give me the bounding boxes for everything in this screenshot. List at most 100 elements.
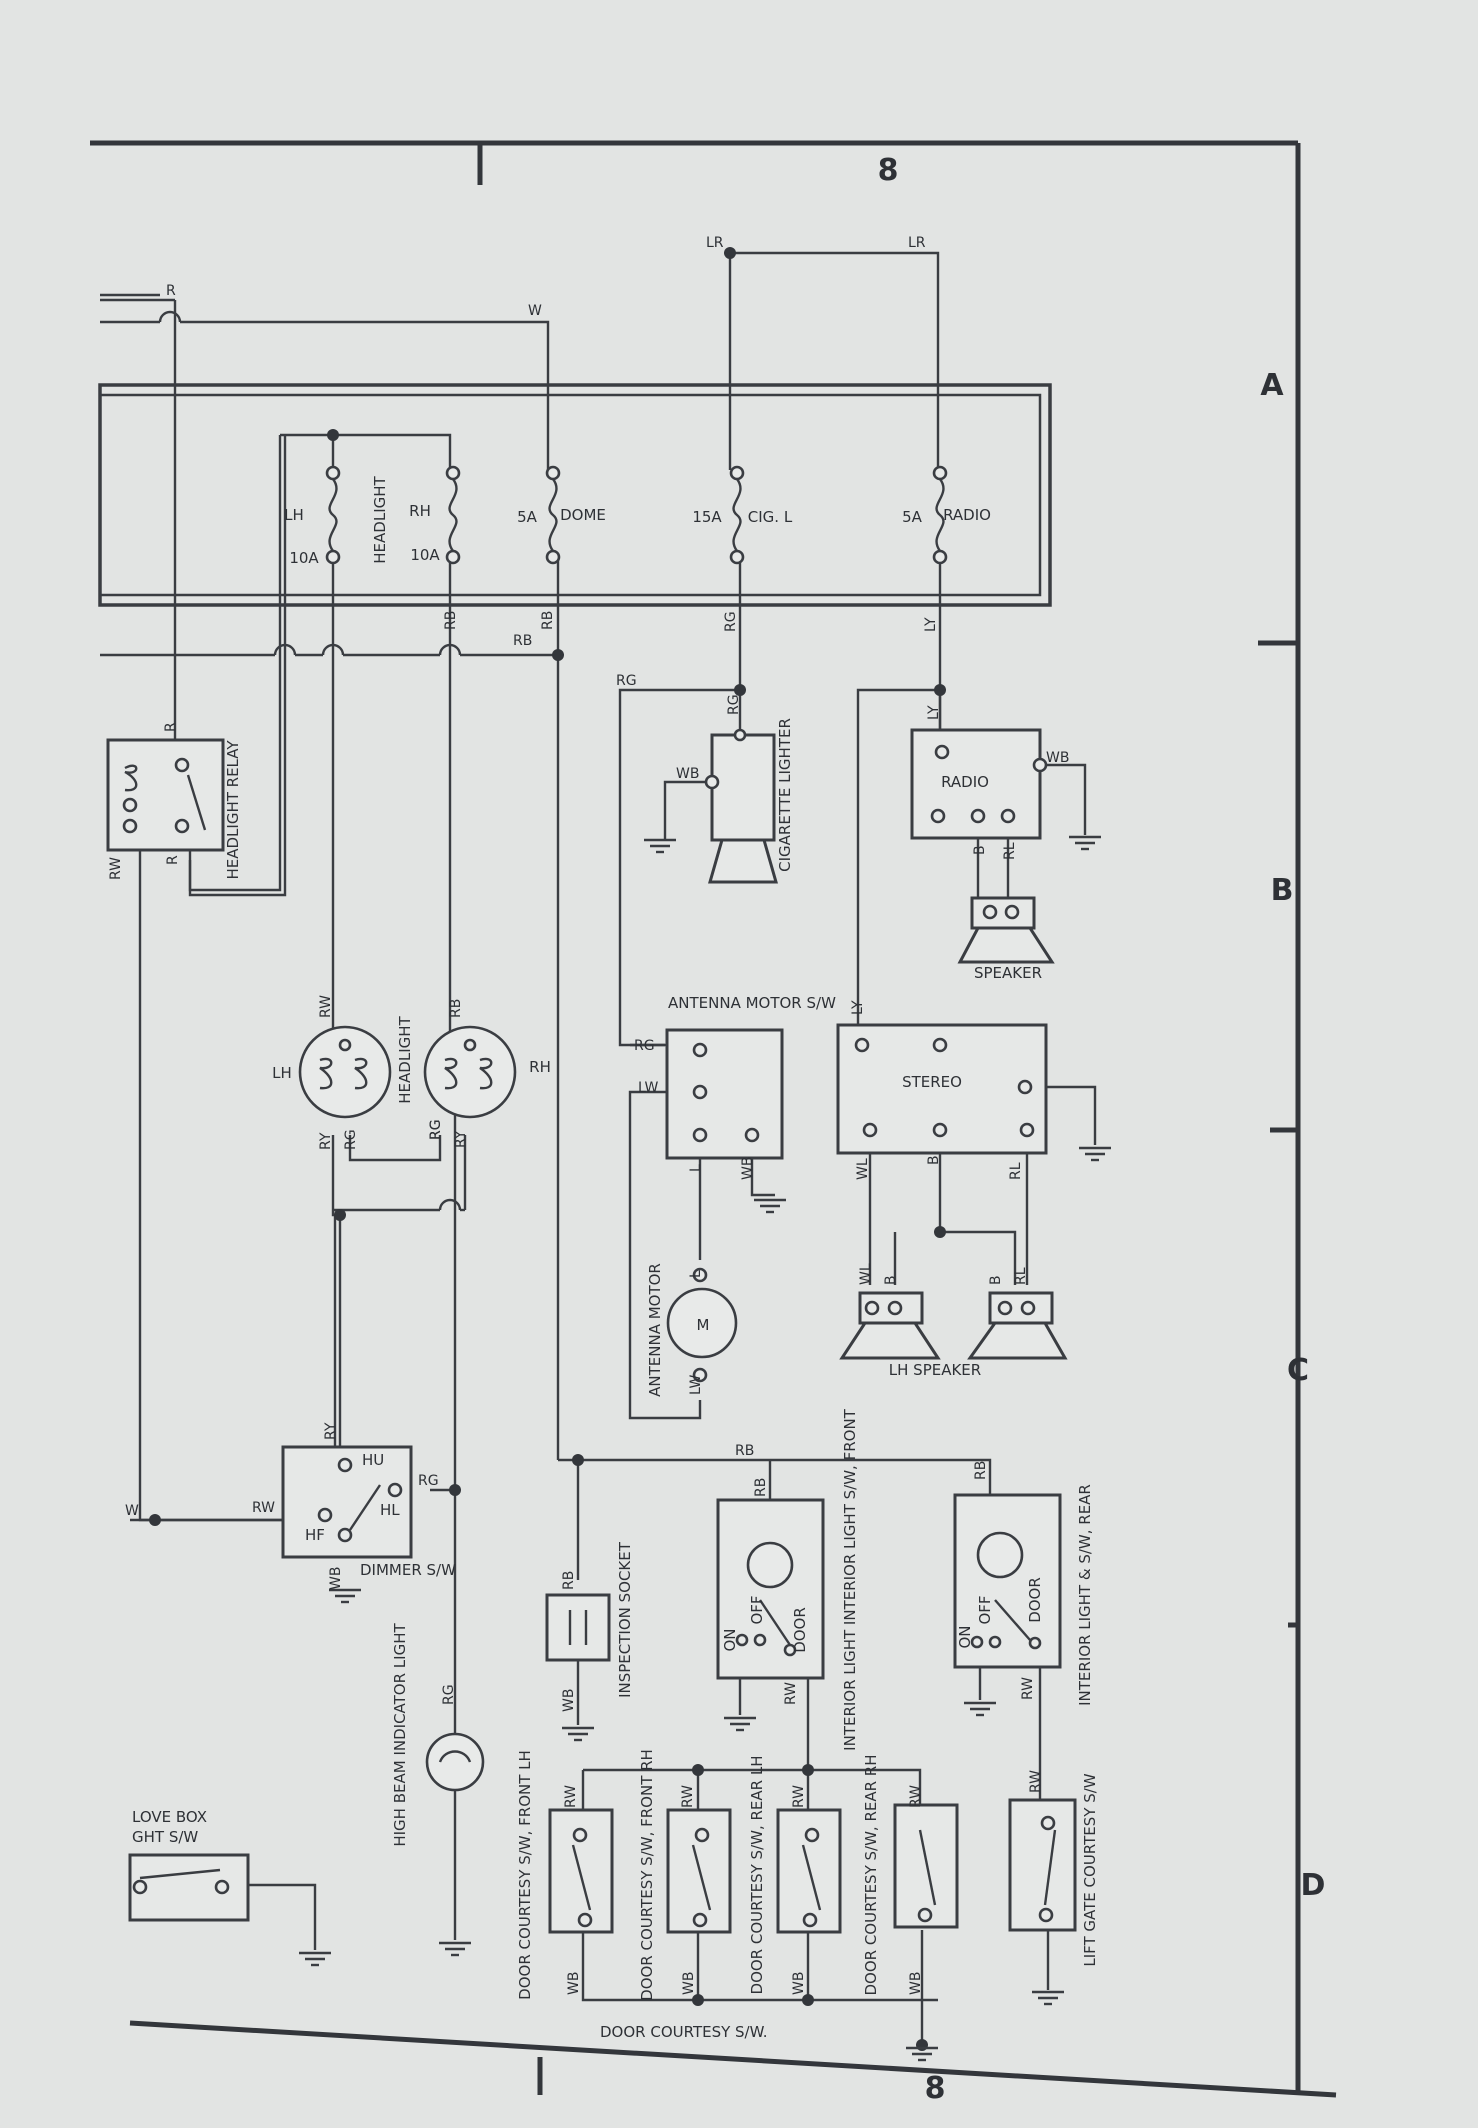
dc-front-rh-label: DOOR COURTESY S/W, FRONT RH — [638, 1749, 656, 2001]
wire-color-code: RY — [323, 1422, 339, 1440]
wire-color-code: RW — [108, 857, 124, 880]
wire-color-code: RB — [753, 1478, 769, 1497]
rh-speaker — [967, 1291, 1068, 1360]
glove-box-switch[interactable] — [128, 1853, 250, 1922]
interior-light-front[interactable] — [716, 1498, 825, 1680]
high-beam-indicator — [425, 1732, 485, 1792]
fuses — [325, 465, 948, 565]
inspection-socket-label: INSPECTION SOCKET — [616, 1541, 634, 1698]
lift-gate-courtesy-switch[interactable] — [1008, 1798, 1077, 1932]
wire-color-code: RB — [973, 1461, 989, 1480]
wire-color-code: RW — [252, 1500, 275, 1516]
dimmer-hf-label: HF — [305, 1526, 325, 1544]
wire-color-code: RG — [616, 673, 637, 689]
stereo-label: STEREO — [902, 1073, 962, 1091]
wire-color-code: LW — [688, 1374, 704, 1395]
glove-box-label-1: LOVE BOX — [132, 1808, 207, 1826]
fuse-rh-amp: 10A — [410, 546, 440, 564]
junction-dots — [149, 247, 946, 2051]
wire-color-code: WB — [676, 766, 699, 782]
wire-color-code: WL — [855, 1158, 871, 1180]
wire-color-code: RB — [540, 611, 556, 630]
wire-color-code: B — [972, 845, 988, 855]
wire-color-code: RW — [908, 1785, 924, 1808]
wire-color-code: RW — [1020, 1677, 1036, 1700]
wire-color-code: RG — [723, 611, 739, 632]
fuse-headlight-lh — [325, 465, 341, 565]
antenna-motor-sw-label: ANTENNA MOTOR S/W — [668, 994, 836, 1012]
wire-color-code: RY — [453, 1130, 469, 1148]
radio-unit[interactable] — [910, 728, 1048, 840]
wire-color-code: WL — [858, 1263, 874, 1285]
wire-color-code: RB — [443, 611, 459, 630]
stereo-unit[interactable] — [836, 1023, 1048, 1155]
door-courtesy-rear-rh[interactable] — [893, 1803, 959, 1929]
wire-color-code: RW — [680, 1785, 696, 1808]
fuse-cig — [729, 465, 745, 565]
wire-color-labels: LR LR R W RW RB RB RB RG LY RG RG LY WB … — [108, 235, 1069, 1995]
wire-color-code: RG — [418, 1473, 439, 1489]
interior-rear-off-label: OFF — [976, 1595, 994, 1624]
wire-color-code: RB — [735, 1443, 754, 1459]
wire-color-code: WB — [328, 1567, 344, 1590]
wire-color-code: RW — [563, 1785, 579, 1808]
wire-color-code: WB — [791, 1972, 807, 1995]
zone-label-a: A — [1260, 368, 1284, 403]
wire-color-code: B — [883, 1275, 899, 1285]
dimmer-sw-label: DIMMER S/W — [360, 1561, 456, 1579]
lift-gate-label: LIFT GATE COURTESY S/W — [1081, 1773, 1099, 1966]
wire-color-code: RG — [634, 1038, 655, 1054]
headlight-rh-label: RH — [529, 1058, 551, 1076]
fuse-dome-label: DOME — [560, 506, 606, 524]
fuse-radio — [932, 465, 948, 565]
glove-box-label-2: GHT S/W — [132, 1828, 198, 1846]
wire-color-code: RG — [428, 1119, 444, 1140]
wire-color-code: RW — [783, 1682, 799, 1705]
radio-label: RADIO — [941, 773, 989, 791]
door-courtesy-front-rh[interactable] — [666, 1808, 732, 1934]
antenna-motor-switch[interactable] — [665, 1028, 784, 1160]
antenna-motor-m-label: M — [697, 1316, 710, 1334]
ground-symbols — [299, 835, 1111, 2062]
zone-label-d: D — [1301, 1868, 1326, 1903]
fuse-cig-amp: 15A — [692, 508, 722, 526]
interior-front-door-label: DOOR — [791, 1607, 809, 1653]
radio-speaker — [957, 896, 1055, 964]
interior-rear-door-label: DOOR — [1026, 1577, 1044, 1623]
dimmer-hu-label: HU — [362, 1451, 384, 1469]
wire-color-code: RL — [1002, 842, 1018, 860]
wire-color-code: L — [688, 1270, 704, 1278]
wire-color-code: LR — [706, 235, 724, 251]
dimmer-switch[interactable] — [281, 1445, 413, 1559]
door-courtesy-rear-lh[interactable] — [776, 1808, 842, 1934]
wire-color-code: WB — [908, 1972, 924, 1995]
wire-color-code: W — [125, 1503, 139, 1519]
wire-color-code: RL — [1008, 1162, 1024, 1180]
door-courtesy-label: DOOR COURTESY S/W. — [600, 2023, 768, 2041]
dc-rear-rh-label: DOOR COURTESY S/W, REAR RH — [862, 1754, 880, 1995]
interior-rear-on-label: ON — [956, 1625, 974, 1648]
wire-color-code: RG — [343, 1129, 359, 1150]
antenna-motor — [666, 1267, 738, 1383]
sheet-number-bottom: 8 — [925, 2071, 946, 2106]
headlight-rh — [423, 1025, 517, 1119]
fuse-headlight-rh — [445, 465, 461, 565]
wire-color-code: RG — [428, 1119, 444, 1140]
wire-color-code: RB — [561, 1571, 577, 1590]
interior-light-rear[interactable] — [953, 1493, 1062, 1669]
door-courtesy-front-lh[interactable] — [548, 1808, 614, 1934]
fuse-cig-label: CIG. L — [748, 508, 793, 526]
dimmer-hl-label: HL — [380, 1501, 400, 1519]
headlight-lh — [298, 1025, 392, 1119]
fuse-headlight-label: HEADLIGHT — [371, 475, 389, 563]
headlight-label: HEADLIGHT — [396, 1015, 414, 1103]
headlight-relay-label: HEADLIGHT RELAY — [224, 740, 242, 880]
fuse-rh-label: RH — [409, 502, 431, 520]
sheet-frame — [90, 140, 1337, 2098]
fuse-lh-amp: 10A — [289, 549, 319, 567]
wire-color-code: WB — [1046, 750, 1069, 766]
wire-color-code: RW — [1028, 1770, 1044, 1793]
wires — [100, 251, 1097, 2045]
